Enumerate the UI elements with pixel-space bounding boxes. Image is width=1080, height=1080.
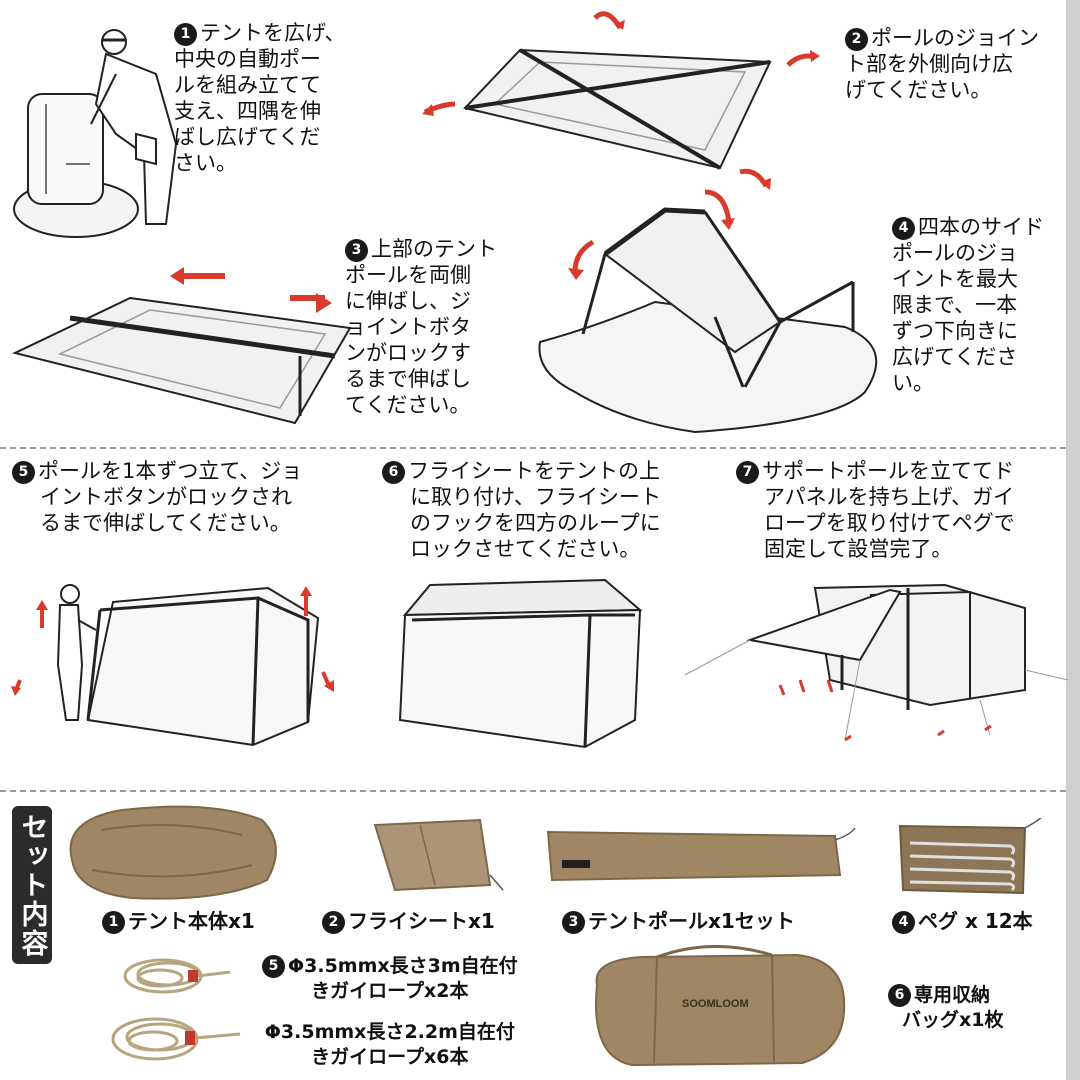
step2-number: 2 xyxy=(845,27,868,51)
step1-illustration xyxy=(6,14,196,250)
storage-bag-image: SOOMLOOM xyxy=(582,944,852,1079)
tent-body-image xyxy=(62,800,282,906)
guy-rope-image-2 xyxy=(105,1008,245,1074)
divider-top xyxy=(0,447,1066,449)
step7-illustration xyxy=(680,580,1070,754)
step5-number: 5 xyxy=(12,460,35,484)
step6-number: 6 xyxy=(382,460,405,484)
step2-illustration xyxy=(410,0,835,199)
step6-illustration xyxy=(390,575,660,759)
right-edge-bar xyxy=(1066,0,1080,1080)
tent-pole-image xyxy=(540,820,860,894)
pegs-image xyxy=(895,811,1055,902)
guy-rope-image-1 xyxy=(118,950,238,1006)
step7-number: 7 xyxy=(736,460,759,484)
step4-illustration xyxy=(535,182,895,446)
step4-number: 4 xyxy=(892,216,915,240)
step3-number: 3 xyxy=(345,238,368,262)
set-contents-label: セット内容 xyxy=(12,806,52,964)
step3-illustration xyxy=(10,258,355,437)
step5-illustration xyxy=(8,580,348,764)
fly-sheet-image xyxy=(365,815,505,899)
bag-logo: SOOMLOOM xyxy=(682,998,749,1010)
step1-number: 1 xyxy=(174,22,197,46)
divider-bottom xyxy=(0,790,1066,792)
